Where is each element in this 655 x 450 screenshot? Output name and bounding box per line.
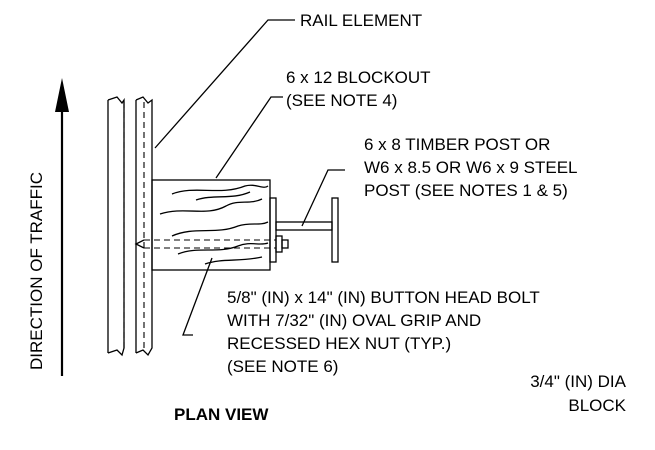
post-label-line1: 6 x 8 TIMBER POST OR (364, 135, 550, 154)
post-leader-line (301, 169, 345, 227)
blockout (151, 179, 271, 271)
traffic-arrow (55, 78, 69, 376)
rail-leader-line (154, 19, 295, 149)
button-head-bolt (134, 235, 289, 253)
rail-element (107, 96, 153, 357)
post-label-line3: POST (SEE NOTES 1 & 5) (364, 181, 568, 200)
plan-view-title: PLAN VIEW (174, 405, 269, 424)
bolt-label-line1: 5/8" (IN) x 14" (IN) BUTTON HEAD BOLT (227, 288, 540, 307)
bolt-label-line4: (SEE NOTE 6) (227, 357, 338, 376)
blockout-leader-line (215, 96, 283, 179)
dia-label-line2: BLOCK (568, 396, 626, 415)
dia-label-line1: 3/4" (IN) DIA (530, 372, 626, 391)
direction-of-traffic-label: DIRECTION OF TRAFFIC (27, 172, 46, 370)
blockout-label-line1: 6 x 12 BLOCKOUT (286, 68, 431, 87)
bolt-label-line3: RECESSED HEX NUT (TYP.) (227, 334, 451, 353)
bolt-leader-line (182, 257, 213, 336)
post-label-line2: W6 x 8.5 OR W6 x 9 STEEL (364, 158, 578, 177)
blockout-label-line2: (SEE NOTE 4) (286, 91, 397, 110)
rail-element-label: RAIL ELEMENT (300, 11, 422, 30)
bolt-label-line2: WITH 7/32" (IN) OVAL GRIP AND (227, 311, 481, 330)
